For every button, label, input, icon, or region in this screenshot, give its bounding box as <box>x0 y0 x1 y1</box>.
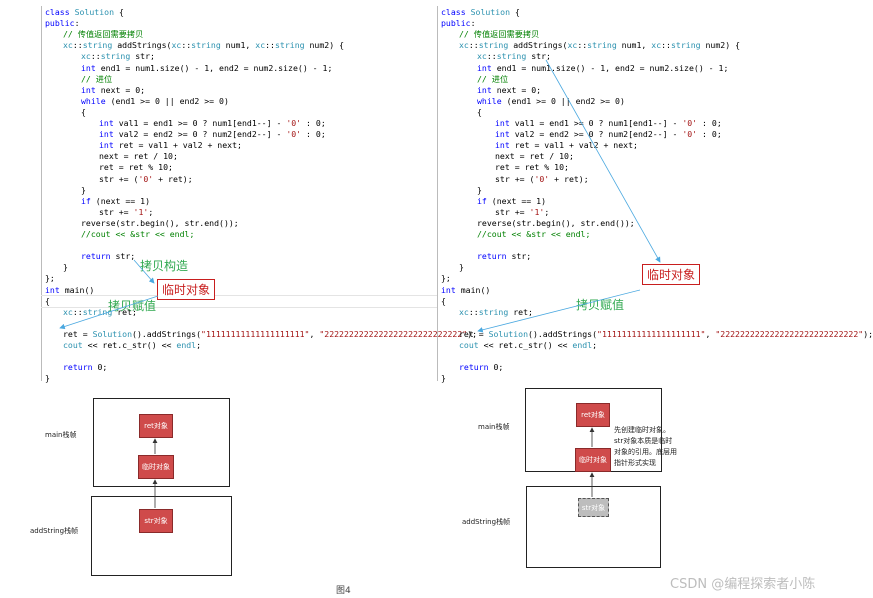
left-code-line: str += '1'; <box>99 206 154 217</box>
left-code-line: int next = 0; <box>81 84 146 95</box>
left-code-line: ret = ret % 10; <box>99 162 173 173</box>
addstring-frame-label-left: addString栈帧 <box>30 527 79 535</box>
right-code-line: //cout << &str << endl; <box>477 229 591 239</box>
left-code-line: int ret = val1 + val2 + next; <box>99 140 242 151</box>
label-temp-object-left: 临时对象 <box>157 279 216 300</box>
code-gutter-right <box>437 6 438 381</box>
right-code-line: return 0; <box>459 362 504 373</box>
right-code-line: public: <box>441 18 476 29</box>
label-temp-object-right: 临时对象 <box>642 264 701 285</box>
right-code-line: xc::string addStrings(xc::string num1, x… <box>459 40 740 51</box>
left-code-line: reverse(str.begin(), str.end()); <box>81 217 239 228</box>
left-code-line: if (next == 1) <box>81 195 151 206</box>
right-code-line: int end1 = num1.size() - 1, end2 = num2.… <box>477 62 729 73</box>
str-object-left: str对象 <box>139 509 173 533</box>
arrow-copy-assign-left <box>59 295 159 330</box>
right-code-line: xc::string str; <box>477 51 551 62</box>
right-code-line: next = ret / 10; <box>495 151 574 162</box>
left-code-line: xc::string addStrings(xc::string num1, x… <box>63 40 344 51</box>
right-code-line: cout << ret.c_str() << endl; <box>459 340 598 350</box>
arrow-copy-assign-right <box>477 289 641 333</box>
left-code-line: // 进位 <box>81 73 113 84</box>
left-code-line: // 传值返回需要拷贝 <box>63 29 144 40</box>
left-code-line: }; <box>45 273 55 284</box>
figure-caption: 图4 <box>336 586 351 596</box>
watermark: CSDN @编程探索者小陈 <box>670 577 816 592</box>
right-code-line: } <box>477 184 482 195</box>
right-code-line: while (end1 >= 0 || end2 >= 0) <box>477 95 625 106</box>
right-code-line: ret = ret % 10; <box>495 162 569 173</box>
left-code-line: xc::string ret; <box>63 306 137 317</box>
right-code-line: str += ('0' + ret); <box>495 173 589 184</box>
right-code-line: return str; <box>477 251 532 262</box>
left-code-line: int val1 = end1 >= 0 ? num1[end1--] - '0… <box>99 118 326 128</box>
left-code-line: } <box>81 184 86 195</box>
right-code-line: int val1 = end1 >= 0 ? num1[end1--] - '0… <box>495 118 722 128</box>
current-line-highlight-left <box>41 295 438 308</box>
right-code-line: } <box>441 373 446 384</box>
left-code-line: ret = Solution().addStrings("11111111111… <box>63 328 478 339</box>
explanation-note: 先创建临时对象。str对象本质是临时对象的引用。底层用指针形式实现 <box>614 426 677 467</box>
label-copy-assign-right: 拷贝赋值 <box>576 298 625 312</box>
right-code-line: int next = 0; <box>477 84 542 95</box>
label-copy-construct: 拷贝构造 <box>140 259 189 273</box>
temp-object-left: 临时对象 <box>138 455 174 479</box>
left-code-line: while (end1 >= 0 || end2 >= 0) <box>81 95 229 106</box>
right-code-line: xc::string ret; <box>459 306 533 317</box>
arrow-copy-construct <box>133 259 155 284</box>
str-object-right: str对象 <box>578 498 609 517</box>
right-code-line: reverse(str.begin(), str.end()); <box>477 217 635 228</box>
addstring-frame-label-right: addString栈帧 <box>462 518 511 526</box>
right-code-line: if (next == 1) <box>477 195 547 206</box>
right-code-line: str += '1'; <box>495 206 550 217</box>
main-frame-label-left: main栈帧 <box>45 431 77 439</box>
left-code-line: } <box>63 262 68 273</box>
left-code-line: class Solution { <box>45 7 124 17</box>
right-code-line: // 进位 <box>477 73 509 84</box>
left-code-line: //cout << &str << endl; <box>81 229 195 239</box>
main-frame-label-right: main栈帧 <box>478 423 510 431</box>
left-code-line: { <box>45 295 50 306</box>
left-code-line: xc::string str; <box>81 51 155 62</box>
ret-object-left: ret对象 <box>139 414 173 438</box>
left-code-line: } <box>45 373 50 384</box>
left-code-line: int main() <box>45 284 95 295</box>
left-code-line: cout << ret.c_str() << endl; <box>63 340 202 350</box>
right-code-line: int main() <box>441 284 491 295</box>
right-code-line: // 传值返回需要拷贝 <box>459 29 540 40</box>
right-code-line: { <box>441 295 446 306</box>
left-code-line: { <box>81 106 86 117</box>
left-code-line: str += ('0' + ret); <box>99 173 193 184</box>
right-code-line: class Solution { <box>441 7 520 17</box>
label-copy-assign-left: 拷贝赋值 <box>108 299 157 313</box>
right-code-line: }; <box>441 273 451 284</box>
code-gutter-left <box>41 6 42 381</box>
arrow-return-to-temp <box>545 59 661 263</box>
temp-object-right: 临时对象 <box>575 448 611 472</box>
right-code-line: int ret = val1 + val2 + next; <box>495 140 638 151</box>
left-code-line: int val2 = end2 >= 0 ? num2[end2--] - '0… <box>99 129 326 140</box>
left-code-line: return 0; <box>63 362 108 373</box>
right-code-line: } <box>459 262 464 273</box>
right-code-line: ret = Solution().addStrings("11111111111… <box>459 328 873 339</box>
left-code-line: next = ret / 10; <box>99 151 178 162</box>
left-code-line: public: <box>45 18 80 29</box>
right-code-line: { <box>477 106 482 117</box>
ret-object-right: ret对象 <box>576 403 610 427</box>
left-code-line: return str; <box>81 251 136 262</box>
left-code-line: int end1 = num1.size() - 1, end2 = num2.… <box>81 62 333 73</box>
right-code-line: int val2 = end2 >= 0 ? num2[end2--] - '0… <box>495 129 722 140</box>
